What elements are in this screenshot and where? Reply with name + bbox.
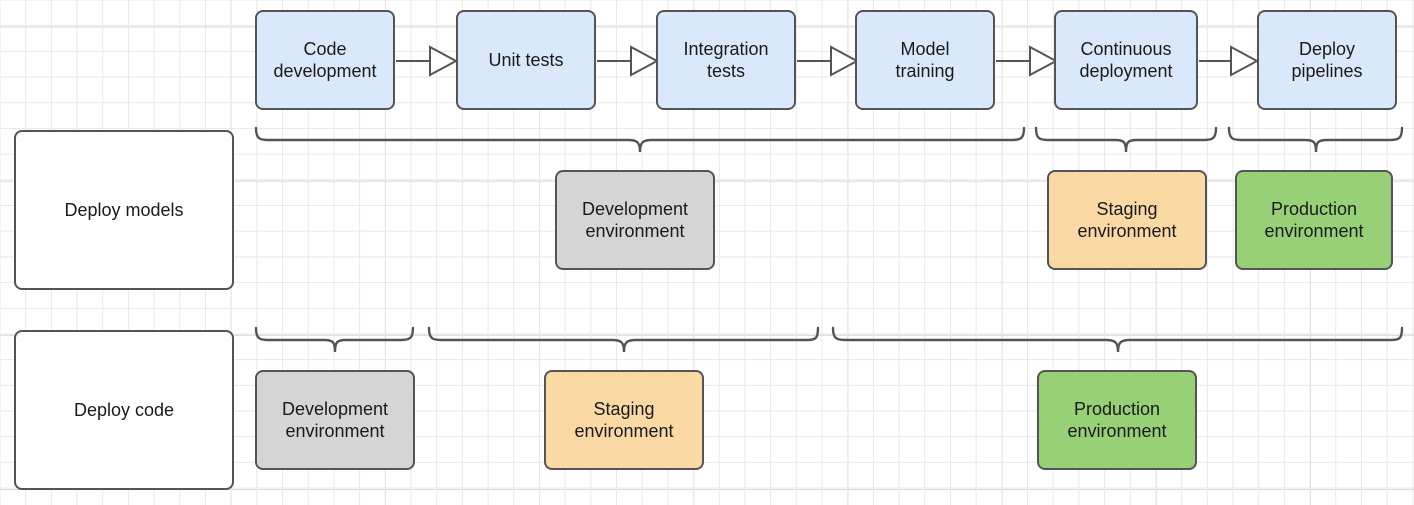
pipeline-arrow-5 <box>1199 45 1260 77</box>
pipeline-arrow-2 <box>597 45 660 77</box>
env-models-development[interactable]: Development environment <box>555 170 715 270</box>
pipeline-arrow-3 <box>797 45 860 77</box>
pipeline-step-continuous-deployment[interactable]: Continuous deployment <box>1054 10 1198 110</box>
pipeline-step-model-training[interactable]: Model training <box>855 10 995 110</box>
env-code-staging[interactable]: Staging environment <box>544 370 704 470</box>
env-code-development[interactable]: Development environment <box>255 370 415 470</box>
pipeline-step-integration-tests[interactable]: Integration tests <box>656 10 796 110</box>
brace-models-staging <box>1034 126 1218 153</box>
env-models-production[interactable]: Production environment <box>1235 170 1393 270</box>
pipeline-step-code-development[interactable]: Code development <box>255 10 395 110</box>
env-models-staging[interactable]: Staging environment <box>1047 170 1207 270</box>
pipeline-arrow-4 <box>996 45 1059 77</box>
row-label-deploy-models[interactable]: Deploy models <box>14 130 234 290</box>
brace-code-development <box>254 326 415 353</box>
brace-code-staging <box>427 326 820 353</box>
brace-models-production <box>1227 126 1404 153</box>
pipeline-arrow-1 <box>396 45 459 77</box>
pipeline-step-deploy-pipelines[interactable]: Deploy pipelines <box>1257 10 1397 110</box>
brace-code-production <box>831 326 1404 353</box>
pipeline-step-unit-tests[interactable]: Unit tests <box>456 10 596 110</box>
env-code-production[interactable]: Production environment <box>1037 370 1197 470</box>
brace-models-development <box>254 126 1026 153</box>
row-label-deploy-code[interactable]: Deploy code <box>14 330 234 490</box>
